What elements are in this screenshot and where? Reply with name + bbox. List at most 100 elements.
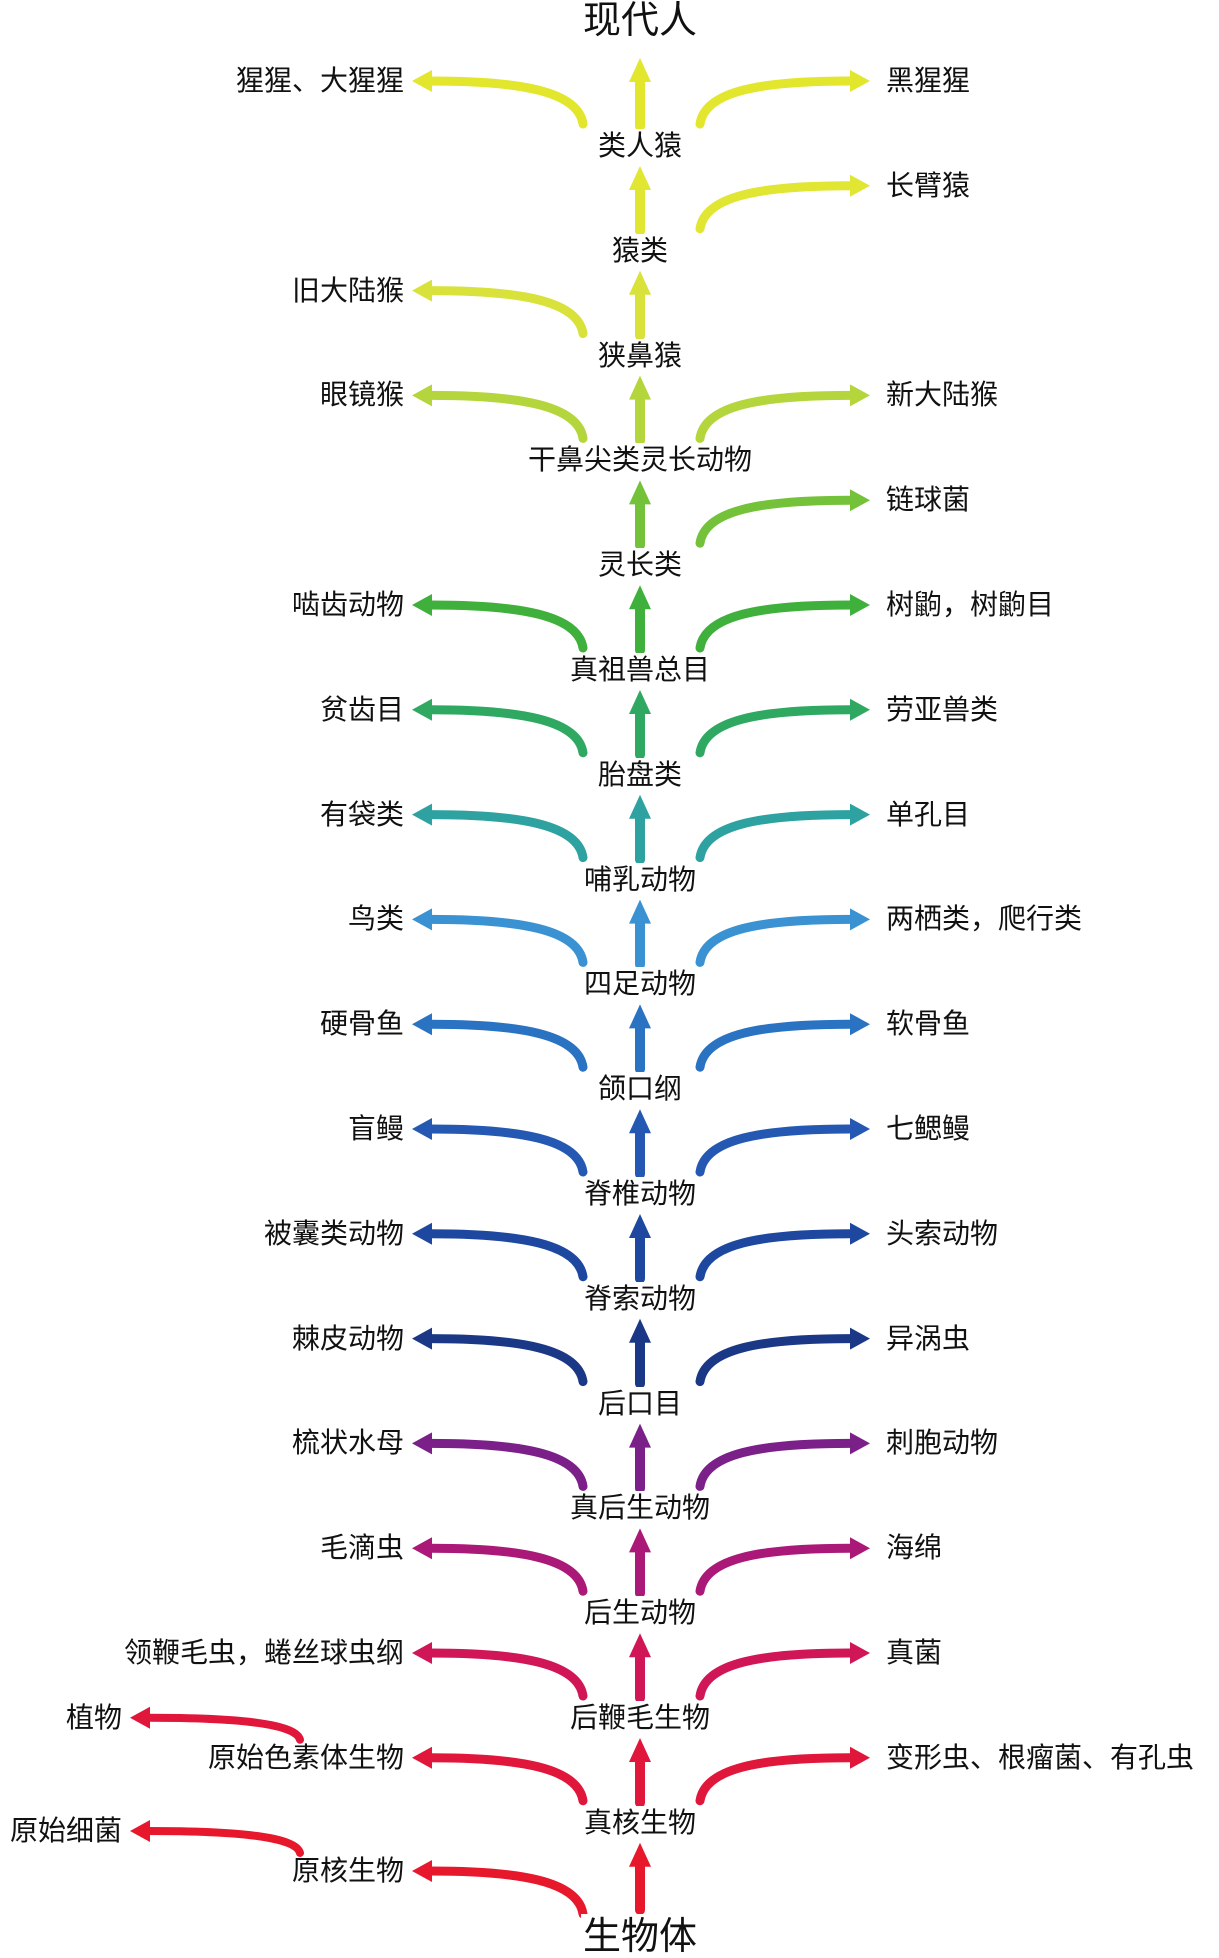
node-label: 真祖兽总目 bbox=[567, 653, 713, 687]
right-branch-label: 真菌 bbox=[886, 1636, 943, 1669]
left-branch-arrow-head bbox=[412, 1537, 432, 1560]
central-arrow-head bbox=[629, 58, 651, 82]
node-label: 脊索动物 bbox=[581, 1281, 699, 1316]
left-branch-arrow-head bbox=[412, 698, 432, 721]
left-branch-arrow-head bbox=[412, 594, 432, 616]
left-branch-label: 原核生物 bbox=[291, 1854, 404, 1887]
left-branch-label: 猩猩、大猩猩 bbox=[235, 64, 404, 97]
left-branch-arrow-head bbox=[412, 279, 432, 302]
node-label: 颌口纲 bbox=[595, 1072, 685, 1107]
left-branch-arrow bbox=[425, 1334, 588, 1387]
node-label: 脊椎动物 bbox=[581, 1177, 699, 1211]
left-branch-arrow bbox=[425, 1753, 588, 1806]
right-branch-label: 变形虫、根瘤菌、有孔虫 bbox=[886, 1740, 1195, 1774]
right-branch-arrow-head bbox=[850, 1642, 870, 1664]
left-branch-label: 旧大陆猴 bbox=[291, 273, 404, 307]
left-branch-label: 有袋类 bbox=[319, 797, 404, 831]
left-branch-arrow bbox=[425, 1438, 588, 1491]
right-branch-label: 异涡虫 bbox=[886, 1321, 971, 1355]
central-arrow-head bbox=[629, 1633, 651, 1658]
left-branch-arrow-head bbox=[412, 1642, 432, 1664]
right-branch-arrow bbox=[695, 181, 855, 234]
right-branch-label: 两栖类，爬行类 bbox=[886, 902, 1083, 936]
left-branch-label: 硬骨鱼 bbox=[319, 1007, 404, 1041]
node-label: 四足动物 bbox=[581, 967, 699, 1002]
right-branch-arrow bbox=[695, 390, 855, 443]
central-arrow-head bbox=[629, 794, 651, 819]
right-branch-label: 头索动物 bbox=[886, 1216, 999, 1250]
right-branch-arrow-head bbox=[850, 1327, 870, 1350]
right-branch-arrow-head bbox=[850, 489, 870, 512]
root-top-label: 现代人 bbox=[580, 0, 700, 42]
node-label: 后鞭毛生物 bbox=[567, 1701, 713, 1735]
left-branch-arrow bbox=[425, 600, 588, 653]
right-branch-arrow bbox=[695, 1438, 855, 1491]
central-arrow-head bbox=[629, 1214, 651, 1238]
left-branch-label: 领鞭毛虫，蜷丝球虫纲 bbox=[123, 1636, 404, 1669]
right-branch-arrow-head bbox=[850, 908, 870, 931]
node-label: 干鼻尖类灵长动物 bbox=[525, 443, 755, 478]
left-branch-arrow bbox=[425, 1019, 588, 1072]
node-label: 猿类 bbox=[609, 233, 671, 268]
node-label: 哺乳动物 bbox=[581, 862, 699, 897]
right-branch-arrow bbox=[695, 1229, 855, 1282]
right-branch-label: 单孔目 bbox=[886, 797, 971, 831]
central-arrow-head bbox=[629, 1738, 651, 1762]
sub-branch-arrow-head bbox=[130, 1706, 150, 1729]
sub-branch-label: 植物 bbox=[65, 1700, 122, 1734]
right-branch-arrow bbox=[695, 1019, 855, 1072]
left-branch-label: 棘皮动物 bbox=[291, 1321, 404, 1355]
right-branch-label: 新大陆猴 bbox=[886, 378, 999, 412]
left-branch-label: 原始色素体生物 bbox=[207, 1740, 404, 1774]
right-branch-label: 长臂猿 bbox=[886, 168, 971, 202]
left-branch-arrow-head bbox=[412, 1746, 432, 1769]
left-branch-arrow-head bbox=[412, 1013, 432, 1036]
central-arrow-head bbox=[629, 270, 651, 295]
left-branch-arrow bbox=[425, 1543, 588, 1596]
left-branch-arrow bbox=[425, 1229, 588, 1282]
left-branch-arrow bbox=[425, 810, 588, 863]
central-arrow-head bbox=[629, 1528, 651, 1553]
left-branch-label: 毛滴虫 bbox=[319, 1531, 404, 1565]
right-branch-arrow bbox=[695, 1124, 855, 1177]
central-arrow-head bbox=[629, 1842, 651, 1867]
sub-branch-label: 原始细菌 bbox=[9, 1814, 122, 1847]
left-branch-arrow bbox=[425, 705, 588, 758]
node-label: 生物体 bbox=[580, 1914, 700, 1958]
central-arrow-head bbox=[629, 1318, 651, 1343]
right-branch-arrow bbox=[695, 1334, 855, 1387]
right-branch-arrow bbox=[695, 1753, 855, 1806]
right-branch-arrow-head bbox=[850, 698, 870, 721]
right-branch-arrow bbox=[695, 914, 855, 967]
central-arrow-head bbox=[629, 480, 651, 505]
right-branch-arrow bbox=[695, 1543, 855, 1596]
central-arrow-head bbox=[629, 585, 651, 610]
node-label: 真核生物 bbox=[581, 1805, 699, 1840]
right-branch-arrow-head bbox=[850, 1746, 870, 1769]
left-branch-arrow-head bbox=[412, 70, 432, 92]
sub-branch-arrow-head bbox=[130, 1820, 150, 1842]
left-branch-arrow bbox=[425, 76, 588, 129]
central-arrow-head bbox=[629, 166, 651, 190]
right-branch-arrow-head bbox=[850, 1432, 870, 1455]
left-branch-label: 盲鳗 bbox=[347, 1112, 404, 1145]
right-branch-arrow-head bbox=[850, 1222, 870, 1245]
left-branch-arrow bbox=[425, 1866, 588, 1919]
right-branch-label: 海绵 bbox=[886, 1531, 943, 1565]
left-branch-arrow bbox=[425, 286, 588, 339]
right-branch-label: 软骨鱼 bbox=[886, 1007, 971, 1041]
left-branch-arrow bbox=[425, 914, 588, 967]
right-branch-arrow-head bbox=[850, 1013, 870, 1036]
sub-branch-arrow bbox=[144, 1827, 304, 1857]
node-label: 狭鼻猿 bbox=[595, 338, 685, 373]
right-branch-label: 链球菌 bbox=[886, 483, 971, 517]
central-arrow-head bbox=[629, 1004, 651, 1029]
central-arrow-head bbox=[629, 375, 651, 400]
right-branch-arrow bbox=[695, 76, 855, 129]
left-branch-label: 被囊类动物 bbox=[263, 1216, 404, 1250]
central-arrow-head bbox=[629, 1109, 651, 1134]
central-arrow-head bbox=[629, 899, 651, 924]
left-branch-arrow bbox=[425, 1124, 588, 1177]
